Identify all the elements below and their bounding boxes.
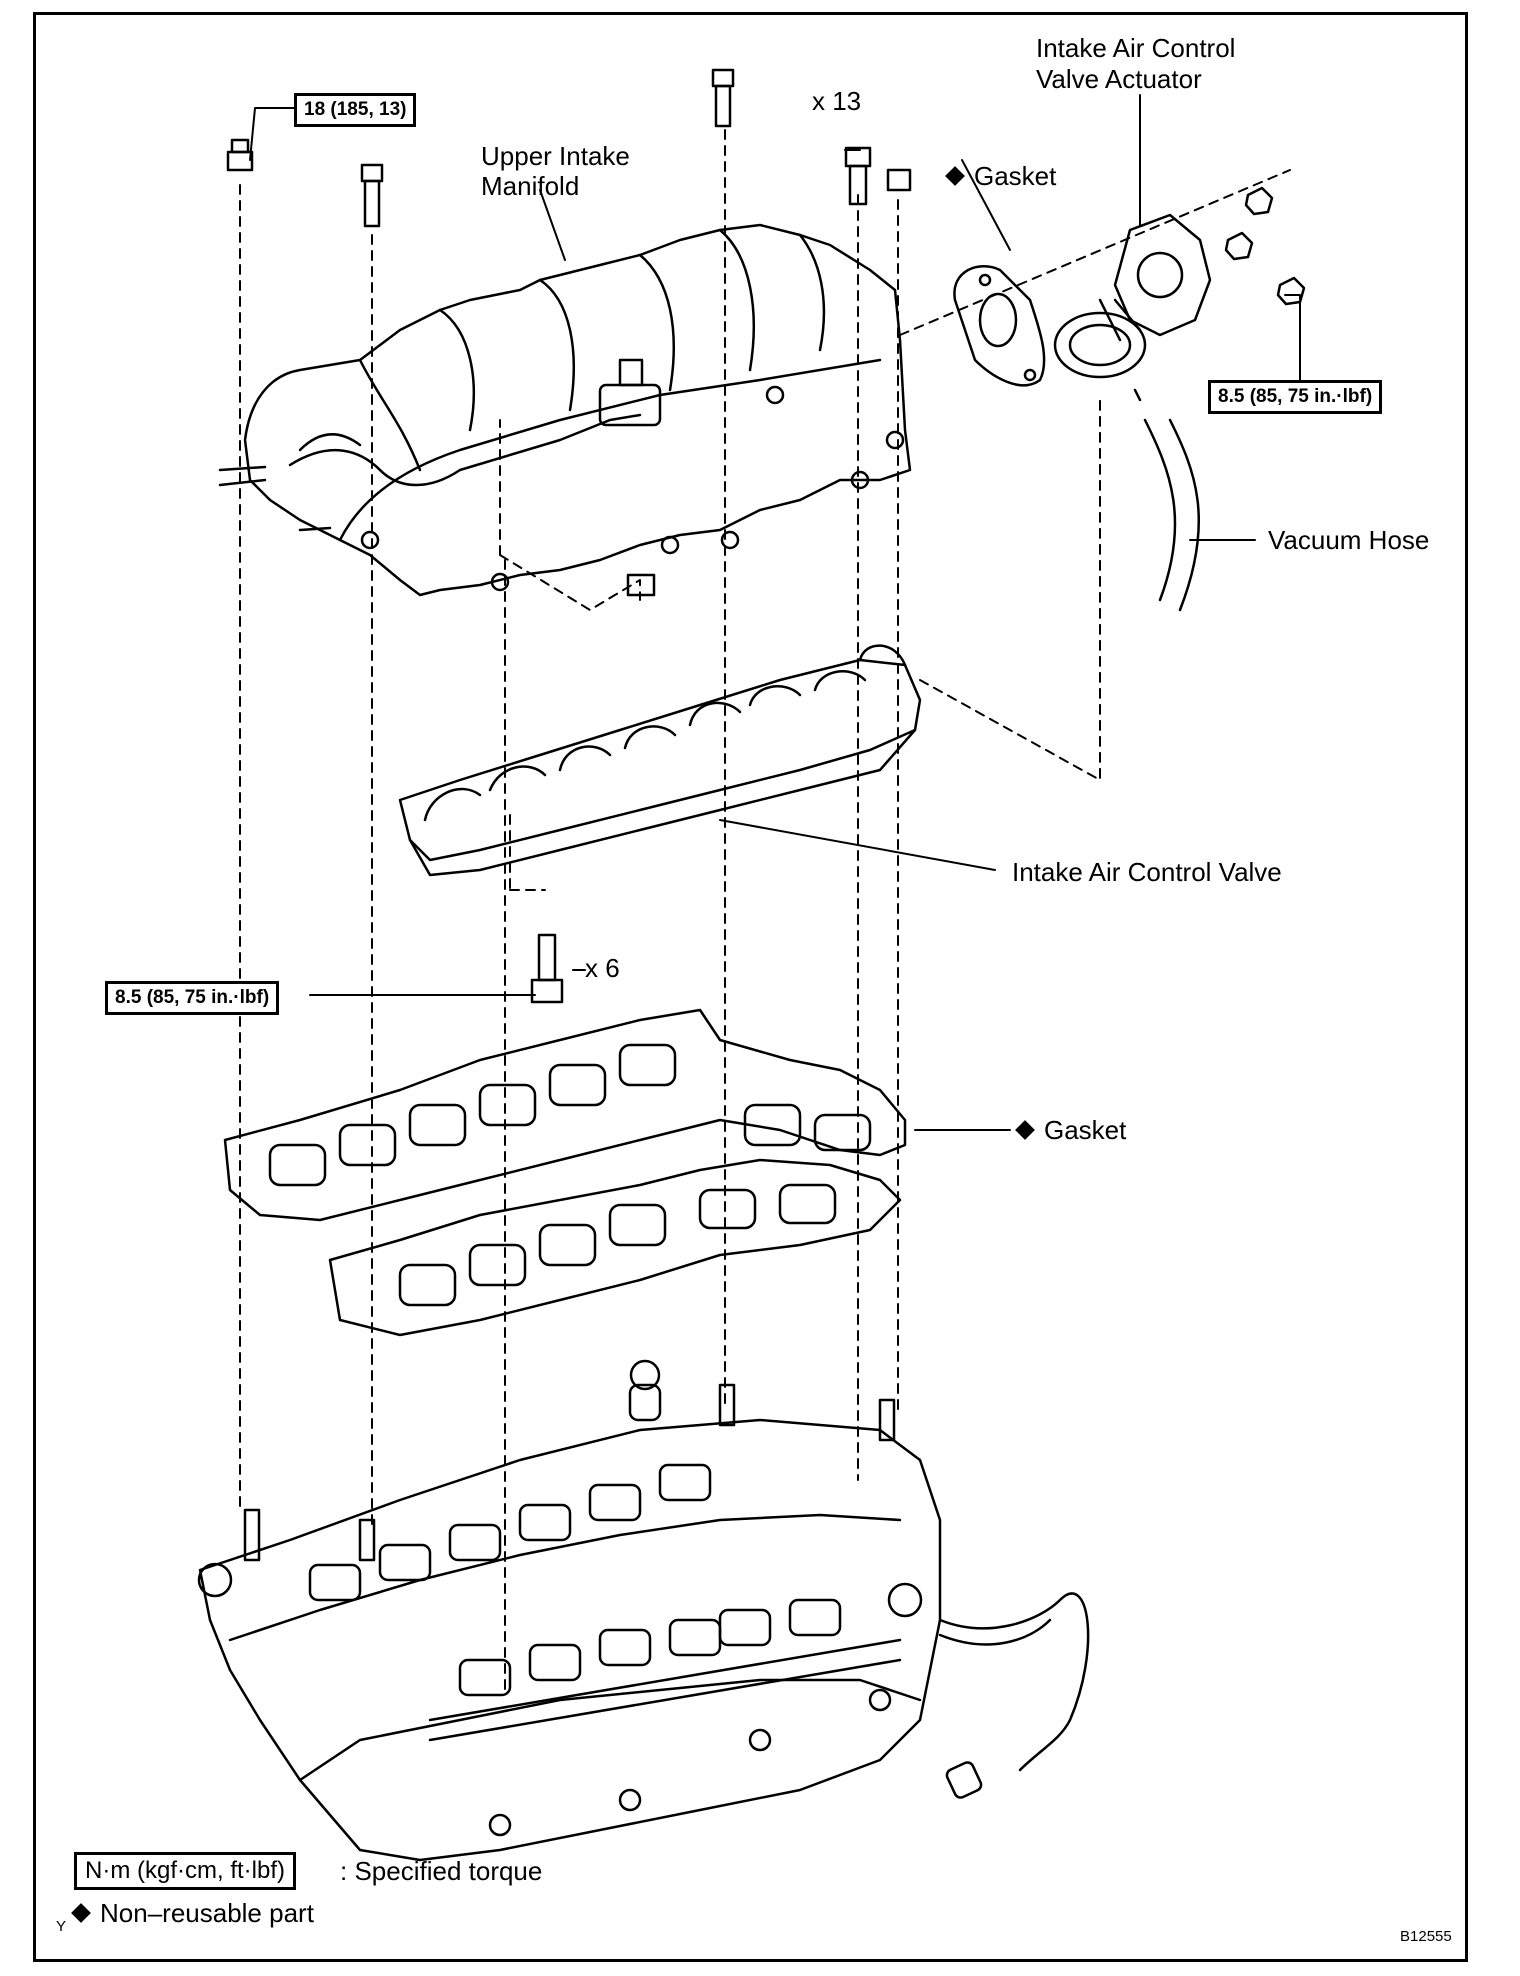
intake-manifold-gasket [223,1008,907,1337]
actuator-label-line2: Valve Actuator [1036,64,1202,94]
torque-box-upper-bolts: 18 (185, 13) [294,93,417,127]
qty-6-label: x 6 [585,953,620,983]
nonreusable-diamond-icon [71,1903,91,1924]
upper-bolts [226,68,912,597]
gasket-mid-text: Gasket [1044,1115,1127,1145]
diagram-frame [33,12,1468,1962]
actuator-label-line1: Intake Air Control [1036,33,1236,63]
leader-lines [249,94,1301,1131]
upper-intake-manifold [218,223,912,597]
nonreusable-diamond-icon [945,166,965,187]
intake-air-control-valve [398,644,922,877]
torque-box-actuator-nuts: 8.5 (85, 75 in.·lbf) [1208,380,1383,414]
alignment-lines [239,129,1291,1691]
valve-bolt [530,933,564,1004]
gasket-mid-label: Gasket [1015,1115,1127,1145]
legend-nonreusable: Non–reusable part [71,1898,314,1928]
gasket-top-label: Gasket [945,161,1057,191]
y-mark: Y [56,1918,67,1935]
intake-air-control-valve-actuator [1053,186,1306,402]
upper-manifold-label-line2: Manifold [481,171,580,201]
qty-13-label: x 13 [812,86,862,116]
gasket-top-text: Gasket [974,161,1057,191]
nonreusable-diamond-icon [1015,1120,1035,1141]
vacuum-hose-label: Vacuum Hose [1268,525,1430,555]
intake-air-control-valve-label: Intake Air Control Valve [1012,857,1282,887]
figure-id: B12555 [1400,1928,1452,1945]
legend-unit-text: : Specified torque [340,1856,543,1886]
upper-manifold-label-line1: Upper Intake [481,141,630,171]
vacuum-hose [1143,418,1201,612]
actuator-gasket [953,265,1046,387]
torque-box-valve-bolts: 8.5 (85, 75 in.·lbf) [105,981,280,1015]
lower-intake-manifold [197,1359,1090,1862]
legend-unit-box: N·m (kgf·cm, ft·lbf) [74,1852,296,1890]
legend-nonreusable-text: Non–reusable part [100,1898,314,1928]
